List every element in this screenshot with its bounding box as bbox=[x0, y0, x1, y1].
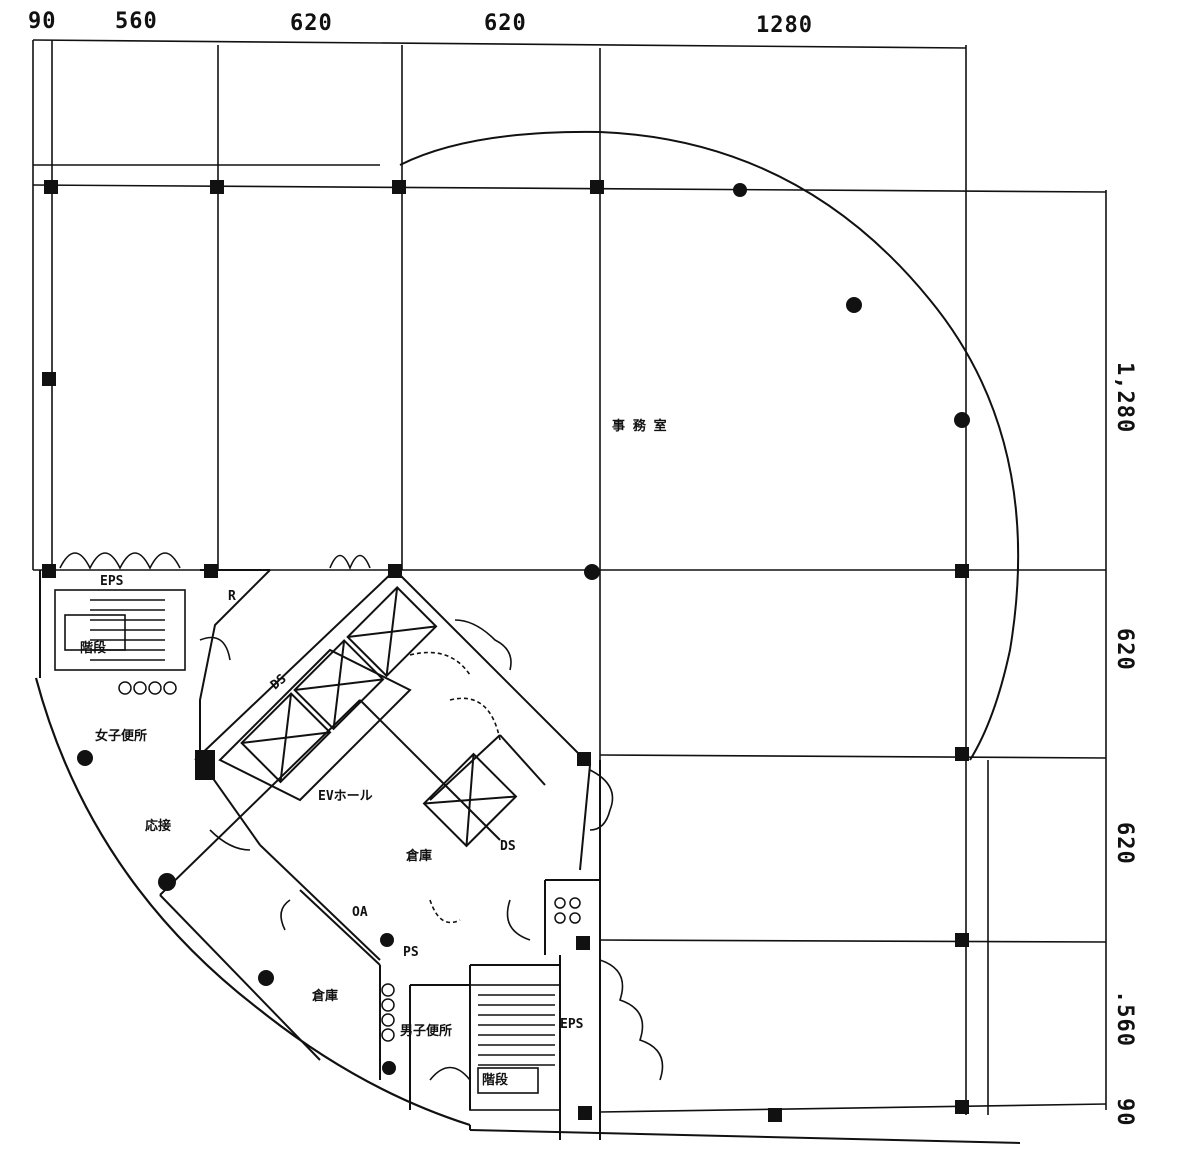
label-ps-low: PS bbox=[403, 945, 419, 960]
dim-right-5: 90 bbox=[1112, 1098, 1137, 1127]
curved-facade bbox=[399, 130, 1020, 761]
label-storage-mid: 倉庫 bbox=[405, 848, 432, 864]
right-dimensions: 1,280 620 620 .560 90 bbox=[1112, 362, 1137, 1127]
dim-right-2: 620 bbox=[1112, 628, 1137, 671]
elevator-bank-upper bbox=[218, 586, 438, 802]
label-ds-mid: DS bbox=[500, 839, 516, 854]
label-eps-left: EPS bbox=[100, 574, 124, 589]
label-eps-right: EPS bbox=[560, 1017, 584, 1032]
dim-top-1: 90 bbox=[28, 9, 57, 34]
curved-corner-wall bbox=[34, 677, 471, 1127]
label-oa: OA bbox=[352, 905, 368, 920]
room-labels: 事 務 室 EVホール EPS EPS 階段 階段 DS DS PS OA 倉庫… bbox=[80, 418, 667, 1088]
stair-right bbox=[469, 984, 561, 1111]
label-restroom-m: 男子便所 bbox=[400, 1023, 452, 1039]
top-dimensions: 90 560 620 620 1280 bbox=[28, 9, 813, 38]
round-columns bbox=[77, 183, 970, 1075]
label-ms-left: R bbox=[228, 589, 236, 604]
label-stair-left: 階段 bbox=[80, 640, 106, 656]
dim-right-4: .560 bbox=[1112, 990, 1137, 1047]
label-ds-top: DS bbox=[268, 671, 290, 693]
dim-top-2: 560 bbox=[115, 9, 158, 34]
columns bbox=[42, 180, 969, 1122]
label-dining: 応接 bbox=[145, 818, 171, 834]
label-ev-hall: EVホール bbox=[318, 789, 373, 804]
dim-right-3: 620 bbox=[1112, 822, 1137, 865]
label-stair-right: 階段 bbox=[482, 1072, 508, 1088]
dim-top-4: 620 bbox=[484, 11, 527, 36]
dim-right-1: 1,280 bbox=[1112, 362, 1137, 433]
toilet-fixtures bbox=[118, 681, 581, 1042]
stair-left bbox=[54, 589, 186, 671]
grid-lines bbox=[32, 39, 1107, 1140]
dim-top-5: 1280 bbox=[756, 13, 813, 38]
label-office: 事 務 室 bbox=[612, 418, 667, 434]
dim-top-3: 620 bbox=[290, 11, 333, 36]
elevator-bank-lower bbox=[422, 734, 546, 848]
door-swings bbox=[59, 552, 664, 1081]
label-storage-low: 倉庫 bbox=[311, 988, 338, 1004]
label-restroom-w: 女子便所 bbox=[95, 728, 147, 744]
